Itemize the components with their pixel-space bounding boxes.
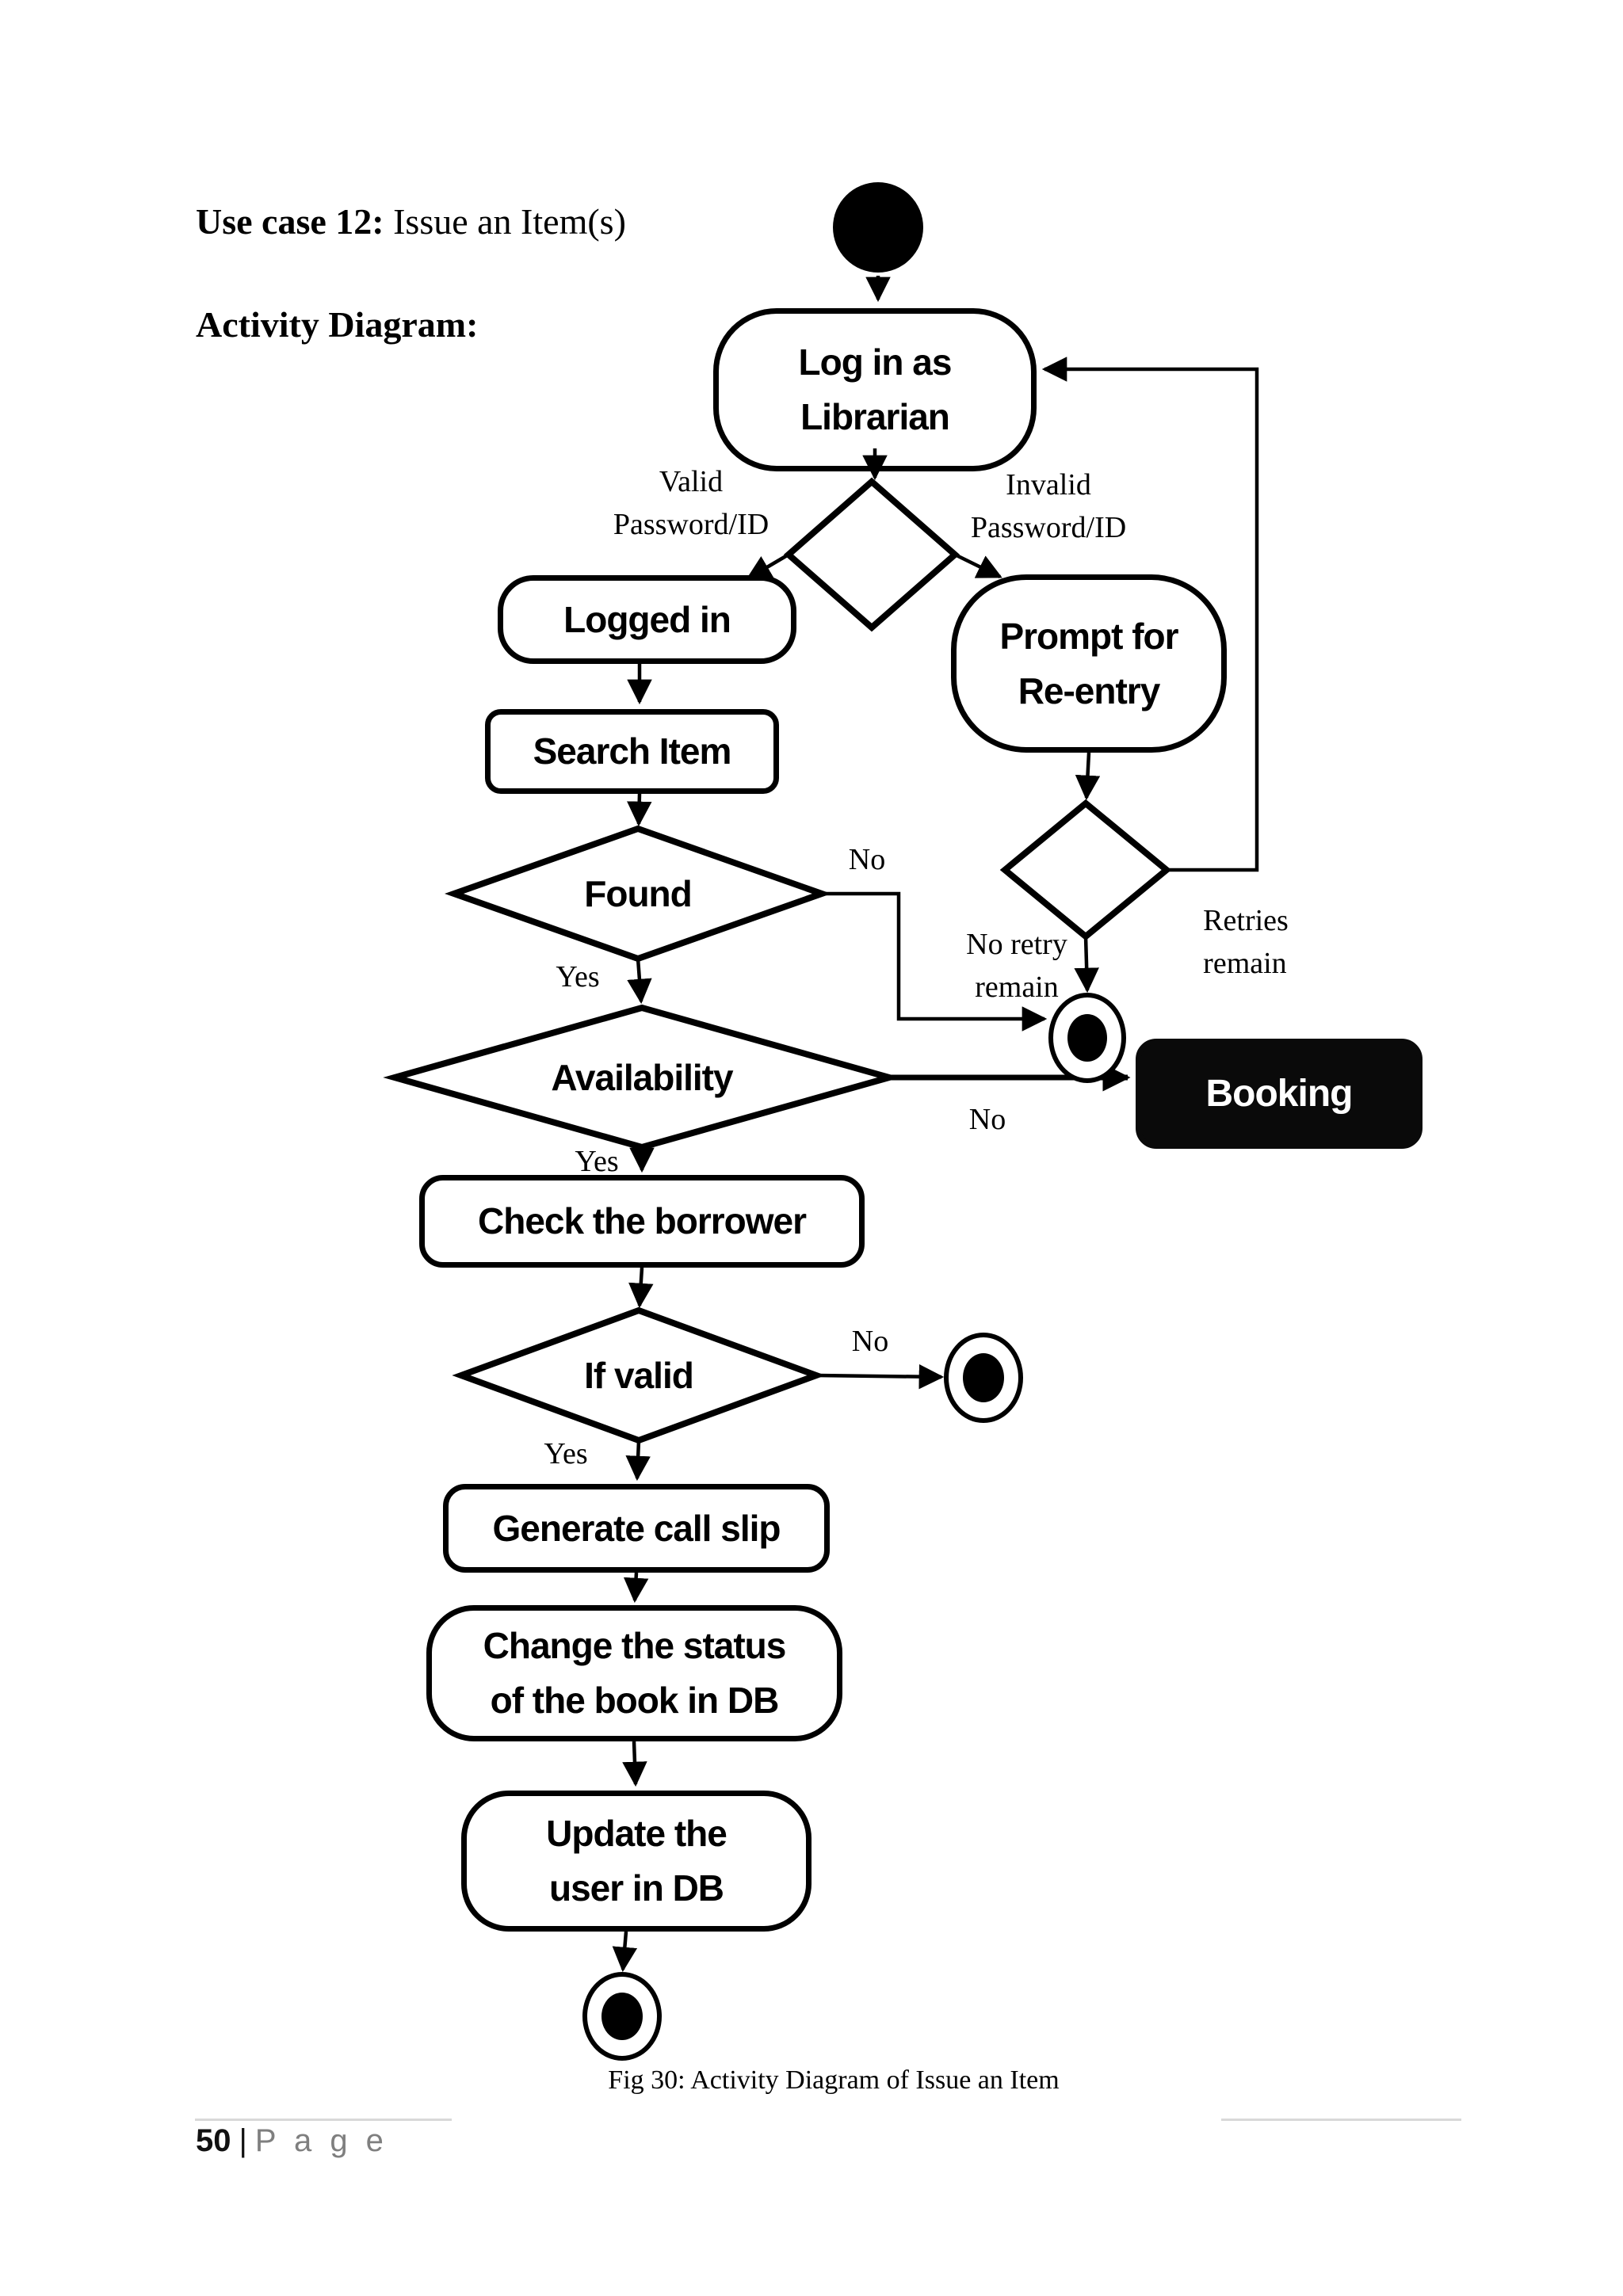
edge-ifvalid-yes-to-generate (625, 1440, 651, 1482)
final-node-main-dot (601, 1993, 643, 2040)
node-update-user: Update the user in DB (461, 1791, 812, 1932)
label-retries-remain: Retries remain (1203, 904, 1289, 980)
use-case-title: Issue an Item(s) (384, 201, 626, 242)
edge-valid-to-loggedin (746, 553, 790, 580)
decision-availability-label: Availability (551, 1057, 733, 1098)
edge-generate-to-change (623, 1572, 649, 1604)
label-invalid-password: Invalid Password/ID (970, 468, 1127, 544)
node-change-status: Change the status of the book in DB (426, 1605, 842, 1741)
edge-check-to-ifvalid (628, 1267, 654, 1309)
node-generate-call-slip: Generate call slip (443, 1484, 830, 1573)
label-valid-password: Valid Password/ID (613, 465, 769, 541)
decision-if-valid (452, 1306, 826, 1444)
edge-change-to-update (622, 1741, 647, 1787)
final-node-invalid-dot (963, 1353, 1004, 1402)
footer-rule-left (195, 2119, 452, 2121)
edge-retries-remain-to-login (1041, 357, 1259, 872)
label-if-valid-no: No (851, 1325, 889, 1359)
decision-found-label: Found (584, 873, 692, 914)
figure-caption: Fig 30: Activity Diagram of Issue an Ite… (608, 2065, 1060, 2095)
label-no-retry-remain: No retry remain (966, 928, 1067, 1004)
node-logged-in: Logged in (498, 575, 796, 664)
use-case-label: Use case 12: (196, 201, 384, 242)
label-found-yes: Yes (556, 960, 600, 994)
activity-diagram-heading: Activity Diagram: (196, 304, 479, 345)
edge-invalid-to-prompt (954, 552, 1002, 579)
final-node-retry-dot (1067, 1014, 1107, 1062)
label-if-valid-yes: Yes (544, 1437, 588, 1471)
edge-found-yes-to-availability (627, 958, 652, 1005)
node-booking: Booking (1136, 1039, 1423, 1149)
edge-search-to-found (627, 793, 652, 827)
edge-found-no-to-final (822, 891, 1048, 1032)
footer-separator: | (239, 2123, 247, 2158)
label-availability-no: No (968, 1103, 1006, 1137)
footer-rule-right (1221, 2119, 1461, 2121)
decision-if-valid-label: If valid (584, 1355, 694, 1396)
node-login: Log in as Librarian (713, 308, 1037, 471)
node-search-item: Search Item (485, 709, 779, 794)
label-availability-yes: Yes (575, 1145, 619, 1179)
use-case-heading: Use case 12: Issue an Item(s) (196, 201, 626, 242)
decision-password (783, 477, 960, 632)
decision-availability (383, 1004, 901, 1151)
decision-retries (999, 799, 1172, 941)
edge-ifvalid-no-to-final (815, 1363, 945, 1390)
label-found-no: No (848, 843, 886, 877)
footer-page-number: 50 (196, 2123, 231, 2158)
edge-prompt-to-retry-decision (1075, 752, 1101, 801)
footer-page-label: P a g e (254, 2123, 388, 2158)
start-node (833, 182, 923, 273)
node-check-borrower: Check the borrower (419, 1175, 865, 1268)
page-footer: 50|P a g e (196, 2123, 388, 2159)
edge-update-to-final (612, 1931, 638, 1973)
node-prompt-reentry: Prompt for Re-entry (951, 574, 1227, 753)
edge-noretry-to-final (1074, 936, 1099, 994)
decision-found (444, 825, 832, 963)
